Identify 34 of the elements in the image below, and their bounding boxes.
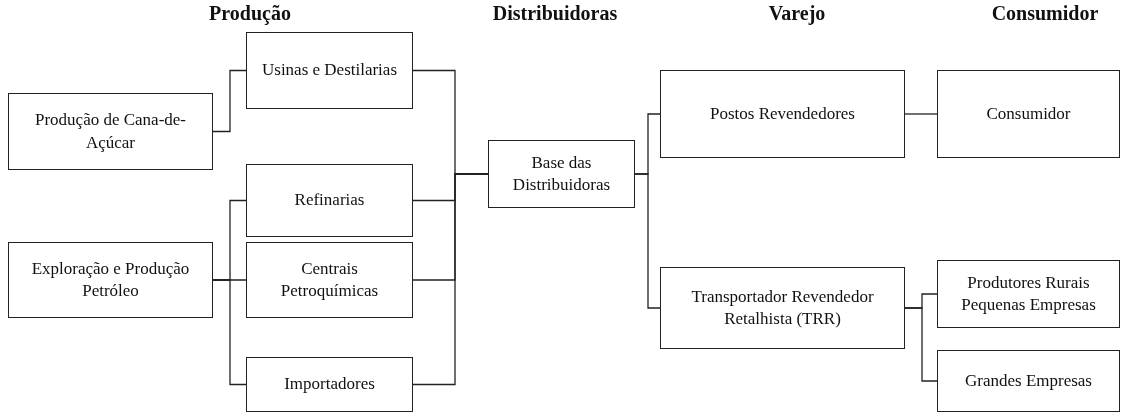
connector-line — [212, 69, 247, 133]
process-box — [8, 93, 213, 170]
process-box — [8, 242, 213, 318]
process-box — [246, 32, 413, 109]
box-label: Exploração e Produção Petróleo — [30, 257, 191, 302]
connector-line — [212, 279, 247, 386]
column-heading: Produção — [209, 2, 291, 25]
process-box — [937, 70, 1120, 158]
box-label: Postos Revendedores — [710, 102, 855, 125]
box-label: Grandes Empresas — [965, 369, 1092, 392]
box-label: Produtores Rurais Pequenas Empresas — [960, 271, 1097, 316]
box-label: Centrais Petroquímicas — [279, 257, 380, 302]
process-box — [937, 260, 1120, 328]
process-box — [660, 267, 905, 349]
process-box — [246, 357, 413, 412]
column-heading: Varejo — [768, 2, 826, 25]
process-box — [246, 164, 413, 237]
box-label: Refinarias — [294, 189, 365, 212]
box-label: Usinas e Destilarias — [262, 59, 397, 82]
box-label: Base das Distribuidoras — [511, 151, 612, 196]
box-label: Produção de Cana-de-Açúcar — [33, 109, 188, 154]
connector-line — [904, 113, 938, 115]
connector-line — [412, 173, 489, 386]
process-box — [246, 242, 413, 318]
process-box — [488, 140, 635, 208]
box-label: Importadores — [284, 373, 375, 396]
column-heading: Consumidor — [991, 2, 1099, 25]
connector-line — [634, 173, 661, 309]
process-box — [937, 350, 1120, 412]
box-label: Consumidor — [986, 102, 1071, 125]
connector-line — [904, 307, 938, 382]
process-box — [660, 70, 905, 158]
box-label: Transportador Revendedor Retalhista (TRR) — [690, 285, 875, 330]
column-heading: Distribuidoras — [492, 2, 618, 25]
